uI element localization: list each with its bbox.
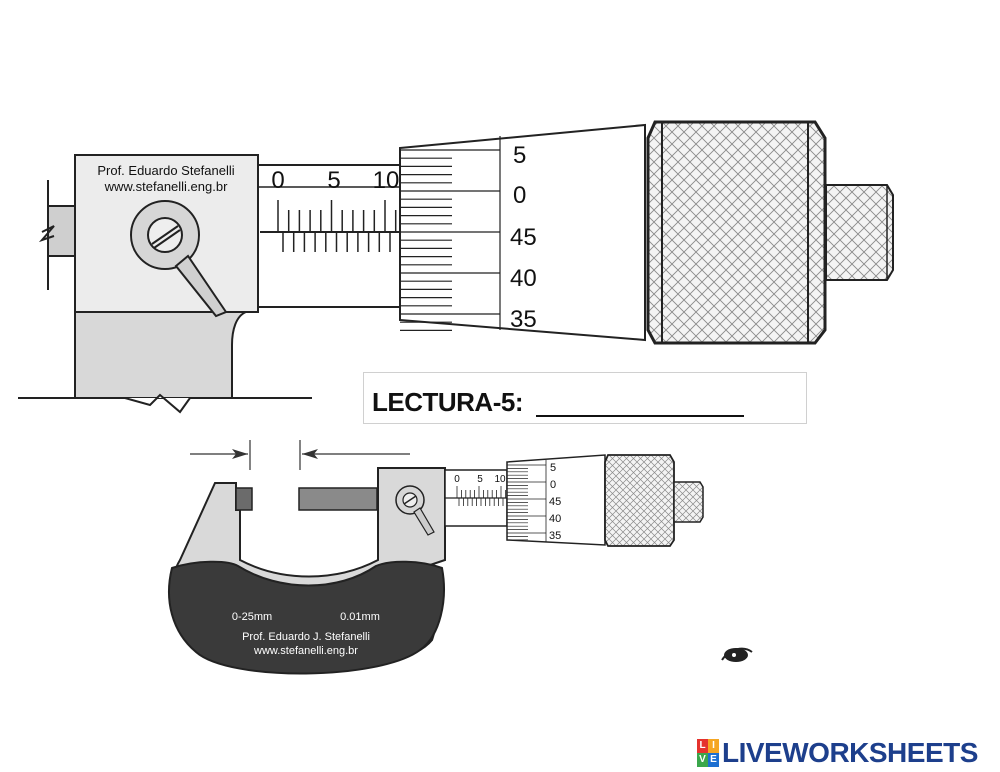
small-sleeve-label-5: 5: [477, 474, 483, 485]
lock-nut: [130, 200, 200, 270]
small-sleeve-label-10: 10: [494, 474, 506, 485]
thimble-label-45: 45: [510, 224, 537, 251]
thimble-label-40: 40: [510, 265, 537, 292]
small-lock-lever: [413, 507, 435, 536]
resolution-text: 0.01mm: [340, 611, 380, 623]
sleeve: [257, 164, 401, 308]
thimble-label-35: 35: [510, 306, 537, 333]
large-website-text: www.stefanelli.eng.br: [104, 179, 229, 194]
sleeve-label-5: 5: [327, 167, 340, 194]
sleeve-label-0: 0: [271, 167, 284, 194]
thimble-scale: [400, 149, 500, 331]
liveworksheets-logo: L I V E LIVEWORKSHEETS: [697, 736, 978, 770]
logo-letter-i: I: [708, 739, 719, 753]
liveworksheets-icon: L I V E: [697, 739, 719, 767]
small-author-text: Prof. Eduardo J. Stefanelli: [242, 631, 370, 643]
large-author-text: Prof. Eduardo Stefanelli: [97, 163, 234, 178]
thimble: [399, 123, 646, 342]
spindle-stub: [47, 205, 79, 257]
eye-icon[interactable]: [721, 647, 753, 662]
small-grip: [168, 560, 445, 675]
reading-label: LECTURA-5:: [372, 387, 524, 417]
reading-answer-input[interactable]: [536, 385, 744, 417]
sleeve-scale: [277, 200, 397, 252]
sleeve-label-10: 10: [373, 167, 400, 194]
large-micrometer: Prof. Eduardo Stefanelli www.stefanelli.…: [18, 120, 894, 414]
logo-letter-e: E: [708, 753, 719, 767]
knurled-knob: [646, 120, 827, 345]
small-thimble-label-35: 35: [549, 530, 561, 542]
range-text: 0-25mm: [232, 611, 272, 623]
small-thimble: [506, 454, 606, 546]
small-anvil: [235, 487, 253, 511]
thimble-label-0: 0: [513, 182, 526, 209]
small-thimble-label-40: 40: [549, 513, 561, 525]
lock-lever: [174, 254, 228, 318]
thimble-label-5: 5: [513, 142, 526, 169]
logo-letter-l: L: [697, 739, 708, 753]
small-sleeve-label-0: 0: [454, 474, 460, 485]
ratchet-knob: [825, 184, 894, 281]
brand-name: LIVEWORKSHEETS: [722, 737, 978, 768]
small-spindle: [298, 487, 378, 511]
small-website-text: www.stefanelli.eng.br: [253, 645, 358, 657]
small-thimble-label-45: 45: [549, 496, 561, 508]
logo-letter-v: V: [697, 753, 708, 767]
small-ratchet: [673, 481, 704, 523]
small-micrometer: 0 5 10 5 0 45 40 35 0-25mm 0.01mm Prof. …: [168, 440, 704, 675]
small-thimble-label-5: 5: [550, 462, 556, 474]
small-knurled-knob: [604, 454, 675, 547]
small-thimble-label-0: 0: [550, 479, 556, 491]
answer-box: LECTURA-5:: [363, 372, 807, 424]
